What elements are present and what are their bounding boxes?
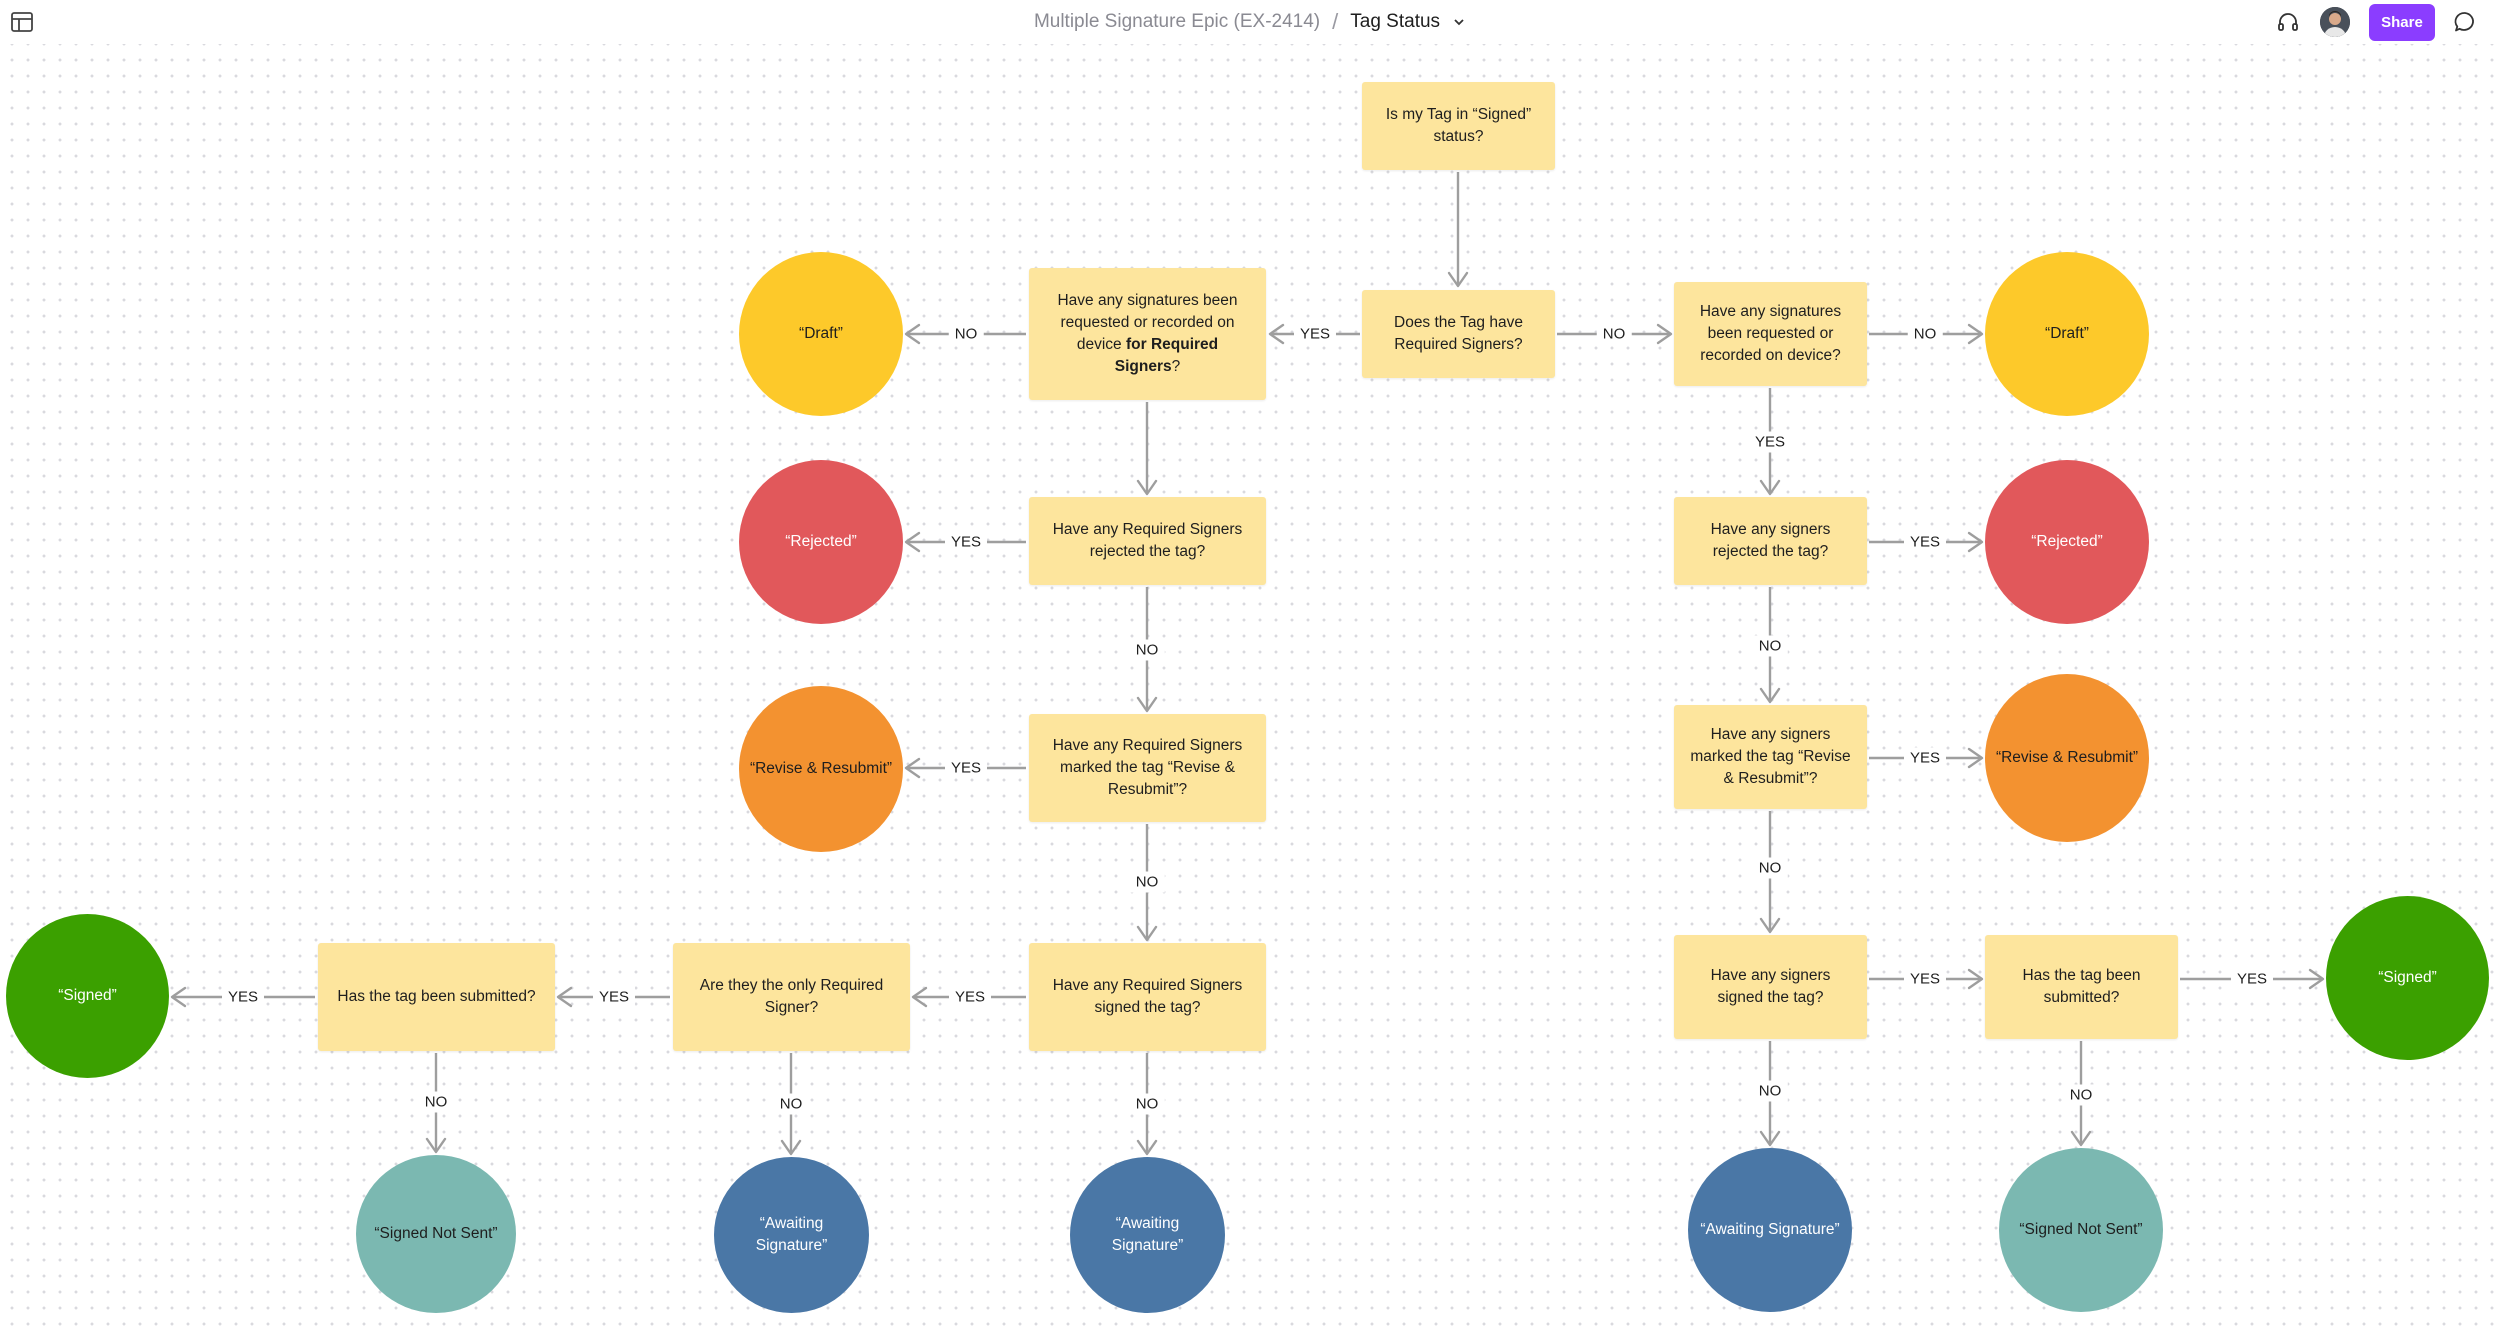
- status-text: “Revise & Resubmit”: [1995, 749, 2139, 766]
- breadcrumb: Multiple Signature Epic (EX-2414) / Tag …: [0, 0, 2500, 44]
- status-text: “Revise & Resubmit”: [749, 760, 893, 777]
- edge-label: NO: [1752, 635, 1788, 657]
- status-text: “Rejected”: [2031, 533, 2103, 550]
- status-text: “Awaiting Signature”: [1111, 1215, 1184, 1254]
- status-text: “Draft”: [2045, 325, 2089, 342]
- status-rejected-left[interactable]: “Rejected”: [739, 460, 903, 624]
- question-text: Have any signers marked the tag “Revise …: [1690, 726, 1851, 787]
- status-text: “Awaiting Signature”: [755, 1215, 828, 1254]
- question-right-requested[interactable]: Have any signatures been requested or re…: [1674, 282, 1867, 386]
- top-bar: Multiple Signature Epic (EX-2414) / Tag …: [0, 0, 2500, 44]
- edge-label: YES: [221, 986, 265, 1008]
- status-revise-right[interactable]: “Revise & Resubmit”: [1985, 674, 2149, 842]
- question-text: Have any signers signed the tag?: [1710, 967, 1831, 1006]
- question-required-signers[interactable]: Does the Tag have Required Signers?: [1362, 290, 1555, 378]
- edge-label: YES: [1293, 323, 1337, 345]
- status-awaiting-right[interactable]: “Awaiting Signature”: [1688, 1148, 1852, 1312]
- edge-label: YES: [1903, 747, 1947, 769]
- status-text: “Draft”: [799, 325, 843, 342]
- edge-label: YES: [2230, 968, 2274, 990]
- status-draft-right[interactable]: “Draft”: [1985, 252, 2149, 416]
- status-text: “Signed Not Sent”: [2019, 1221, 2143, 1238]
- share-button[interactable]: Share: [2369, 4, 2435, 41]
- edge-label: YES: [1903, 968, 1947, 990]
- question-left-requested[interactable]: Have any signatures been requested or re…: [1029, 268, 1266, 400]
- comment-icon[interactable]: [2450, 8, 2480, 36]
- headset-icon[interactable]: [2274, 9, 2302, 35]
- edge-label: NO: [2063, 1084, 2099, 1106]
- question-text: Is my Tag in “Signed” status?: [1385, 106, 1532, 145]
- page-title[interactable]: Tag Status: [1350, 11, 1441, 32]
- question-left-signed[interactable]: Have any Required Signers signed the tag…: [1029, 943, 1266, 1051]
- question-text: Have any signatures been requested or re…: [1057, 292, 1238, 375]
- edge-label: NO: [948, 323, 984, 345]
- status-draft-left[interactable]: “Draft”: [739, 252, 903, 416]
- edge-label: NO: [1752, 1080, 1788, 1102]
- question-right-rejected[interactable]: Have any signers rejected the tag?: [1674, 497, 1867, 585]
- question-right-signed[interactable]: Have any signers signed the tag?: [1674, 935, 1867, 1039]
- edge-label: YES: [1903, 531, 1947, 553]
- edge-label: NO: [773, 1093, 809, 1115]
- status-text: “Awaiting Signature”: [1700, 1221, 1840, 1238]
- connector-arrow: [1136, 402, 1158, 496]
- status-text: “Signed Not Sent”: [374, 1225, 498, 1242]
- question-left-revise[interactable]: Have any Required Signers marked the tag…: [1029, 714, 1266, 822]
- question-right-submitted[interactable]: Has the tag been submitted?: [1985, 935, 2178, 1039]
- breadcrumb-parent-link[interactable]: Multiple Signature Epic (EX-2414): [1033, 11, 1321, 32]
- question-right-revise[interactable]: Have any signers marked the tag “Revise …: [1674, 705, 1867, 809]
- edge-label: NO: [1752, 857, 1788, 879]
- question-text: Are they the only Required Signer?: [699, 977, 884, 1016]
- question-text: Has the tag been submitted?: [2022, 967, 2141, 1006]
- question-text: Have any Required Signers signed the tag…: [1052, 977, 1243, 1016]
- edge-label: NO: [1129, 1093, 1165, 1115]
- question-start[interactable]: Is my Tag in “Signed” status?: [1362, 82, 1555, 170]
- edge-label: YES: [1748, 431, 1792, 453]
- edge-label: NO: [418, 1091, 454, 1113]
- status-signed-not-sent-right[interactable]: “Signed Not Sent”: [1999, 1148, 2163, 1312]
- question-left-only-signer[interactable]: Are they the only Required Signer?: [673, 943, 910, 1051]
- edge-label: NO: [1596, 323, 1632, 345]
- question-text: Has the tag been submitted?: [337, 988, 536, 1005]
- edge-label: NO: [1907, 323, 1943, 345]
- edge-label: YES: [592, 986, 636, 1008]
- edge-label: NO: [1129, 871, 1165, 893]
- status-rejected-right[interactable]: “Rejected”: [1985, 460, 2149, 624]
- avatar[interactable]: [2320, 7, 2350, 37]
- question-text: Have any Required Signers marked the tag…: [1052, 737, 1243, 798]
- question-text: Have any signatures been requested or re…: [1699, 303, 1842, 364]
- status-revise-left[interactable]: “Revise & Resubmit”: [739, 686, 903, 852]
- status-text: “Signed”: [2378, 969, 2437, 986]
- status-awaiting-only[interactable]: “Awaiting Signature”: [714, 1157, 869, 1313]
- question-text: Does the Tag have Required Signers?: [1394, 314, 1523, 353]
- status-signed-not-sent-left[interactable]: “Signed Not Sent”: [356, 1155, 516, 1313]
- question-left-submitted[interactable]: Has the tag been submitted?: [318, 943, 555, 1051]
- breadcrumb-separator: /: [1332, 9, 1339, 34]
- question-text: Have any Required Signers rejected the t…: [1052, 521, 1243, 560]
- status-signed-left[interactable]: “Signed”: [6, 914, 169, 1078]
- edge-label: NO: [1129, 639, 1165, 661]
- chevron-down-icon[interactable]: [1452, 17, 1466, 27]
- layout-panel-icon[interactable]: [8, 9, 36, 35]
- question-left-rejected[interactable]: Have any Required Signers rejected the t…: [1029, 497, 1266, 585]
- status-awaiting-left[interactable]: “Awaiting Signature”: [1070, 1157, 1225, 1313]
- status-signed-right[interactable]: “Signed”: [2326, 896, 2489, 1060]
- edge-label: YES: [944, 531, 988, 553]
- edge-label: YES: [944, 757, 988, 779]
- status-text: “Rejected”: [785, 533, 857, 550]
- connector-arrow: [1447, 172, 1469, 288]
- question-text: Have any signers rejected the tag?: [1710, 521, 1831, 560]
- edge-label: YES: [948, 986, 992, 1008]
- status-text: “Signed”: [58, 987, 117, 1004]
